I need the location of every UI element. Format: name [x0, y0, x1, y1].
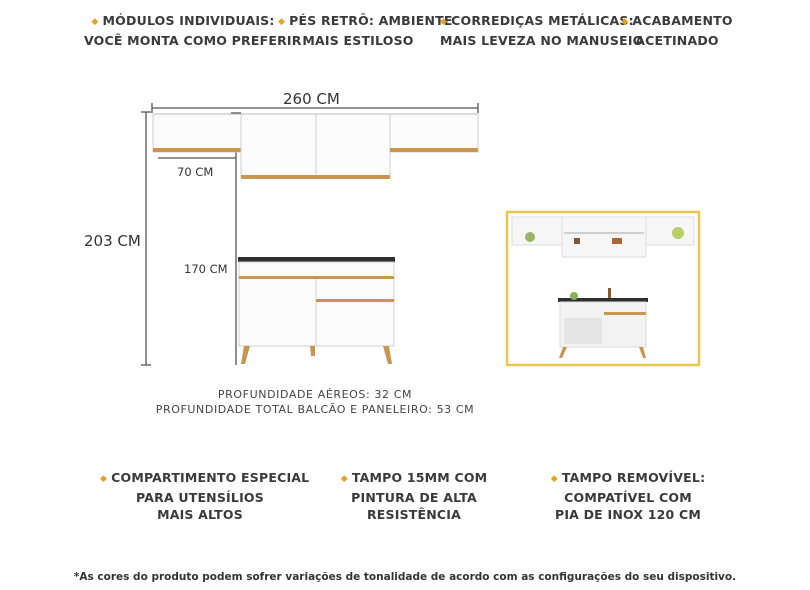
feature-compartimento-line3: MAIS ALTOS: [157, 507, 243, 522]
feature-corredicas-line2: MAIS LEVEZA NO MANUSEIO: [440, 33, 644, 48]
width-dimension-label: 260 CM: [283, 90, 340, 108]
feature-corredicas-line1: CORREDIÇAS METÁLICAS:: [440, 12, 634, 32]
feature-tampo-removivel-line1: TAMPO REMOVÍVEL:: [548, 469, 708, 489]
feature-tampo-15mm-line1: TAMPO 15MM COM: [340, 469, 488, 489]
depth-total: PROFUNDIDADE TOTAL BALCÃO E PANELEIRO: 5…: [155, 403, 475, 416]
lower-cabinet: [238, 257, 395, 364]
feature-corredicas: CORREDIÇAS METÁLICAS: MAIS LEVEZA NO MAN…: [440, 12, 644, 49]
dimension-lines: [141, 103, 479, 366]
feature-pes-retro: PÉS RETRÔ: AMBIENTE MAIS ESTILOSO: [278, 12, 452, 49]
depth-upper: PROFUNDIDADE AÉREOS: 32 CM: [217, 388, 413, 401]
disclaimer-note: *As cores do produto podem sofrer variaç…: [73, 571, 737, 583]
feature-acabamento-line2: ACETINADO: [635, 33, 719, 48]
feature-tampo-removivel: TAMPO REMOVÍVEL: COMPATÍVEL COM PIA DE I…: [548, 469, 708, 523]
feature-compartimento-line2: PARA UTENSÍLIOS: [136, 490, 264, 505]
feature-tampo-15mm-line3: RESISTÊNCIA: [366, 507, 462, 522]
lower-height-label: 170 CM: [184, 262, 228, 276]
feature-tampo-15mm: TAMPO 15MM COM PINTURA DE ALTA RESISTÊNC…: [340, 469, 488, 523]
feature-acabamento: ACABAMENTO ACETINADO: [618, 12, 736, 49]
feature-pes-retro-line1: PÉS RETRÔ: AMBIENTE: [278, 12, 452, 32]
feature-compartimento: COMPARTIMENTO ESPECIAL PARA UTENSÍLIOS M…: [100, 469, 309, 523]
feature-modulos: MÓDULOS INDIVIDUAIS: VOCÊ MONTA COMO PRE…: [84, 12, 302, 49]
upper-cabinets: [152, 113, 479, 179]
feature-pes-retro-line2: MAIS ESTILOSO: [302, 33, 414, 48]
kitchen-photo-thumbnail: [505, 210, 701, 367]
feature-compartimento-line1: COMPARTIMENTO ESPECIAL: [100, 469, 309, 489]
feature-tampo-removivel-line2: COMPATÍVEL COM: [564, 490, 692, 505]
feature-modulos-line2: VOCÊ MONTA COMO PREFERIR: [84, 33, 302, 48]
depth-info: PROFUNDIDADE AÉREOS: 32 CM PROFUNDIDADE …: [150, 387, 480, 417]
height-dimension-label: 203 CM: [84, 232, 141, 250]
feature-modulos-line1: MÓDULOS INDIVIDUAIS:: [84, 12, 282, 32]
upper-height-label: 70 CM: [177, 165, 214, 179]
feature-tampo-15mm-line2: PINTURA DE ALTA: [351, 490, 477, 505]
feature-tampo-removivel-line3: PIA DE INOX 120 CM: [554, 507, 702, 522]
feature-acabamento-line1: ACABAMENTO: [618, 12, 736, 32]
